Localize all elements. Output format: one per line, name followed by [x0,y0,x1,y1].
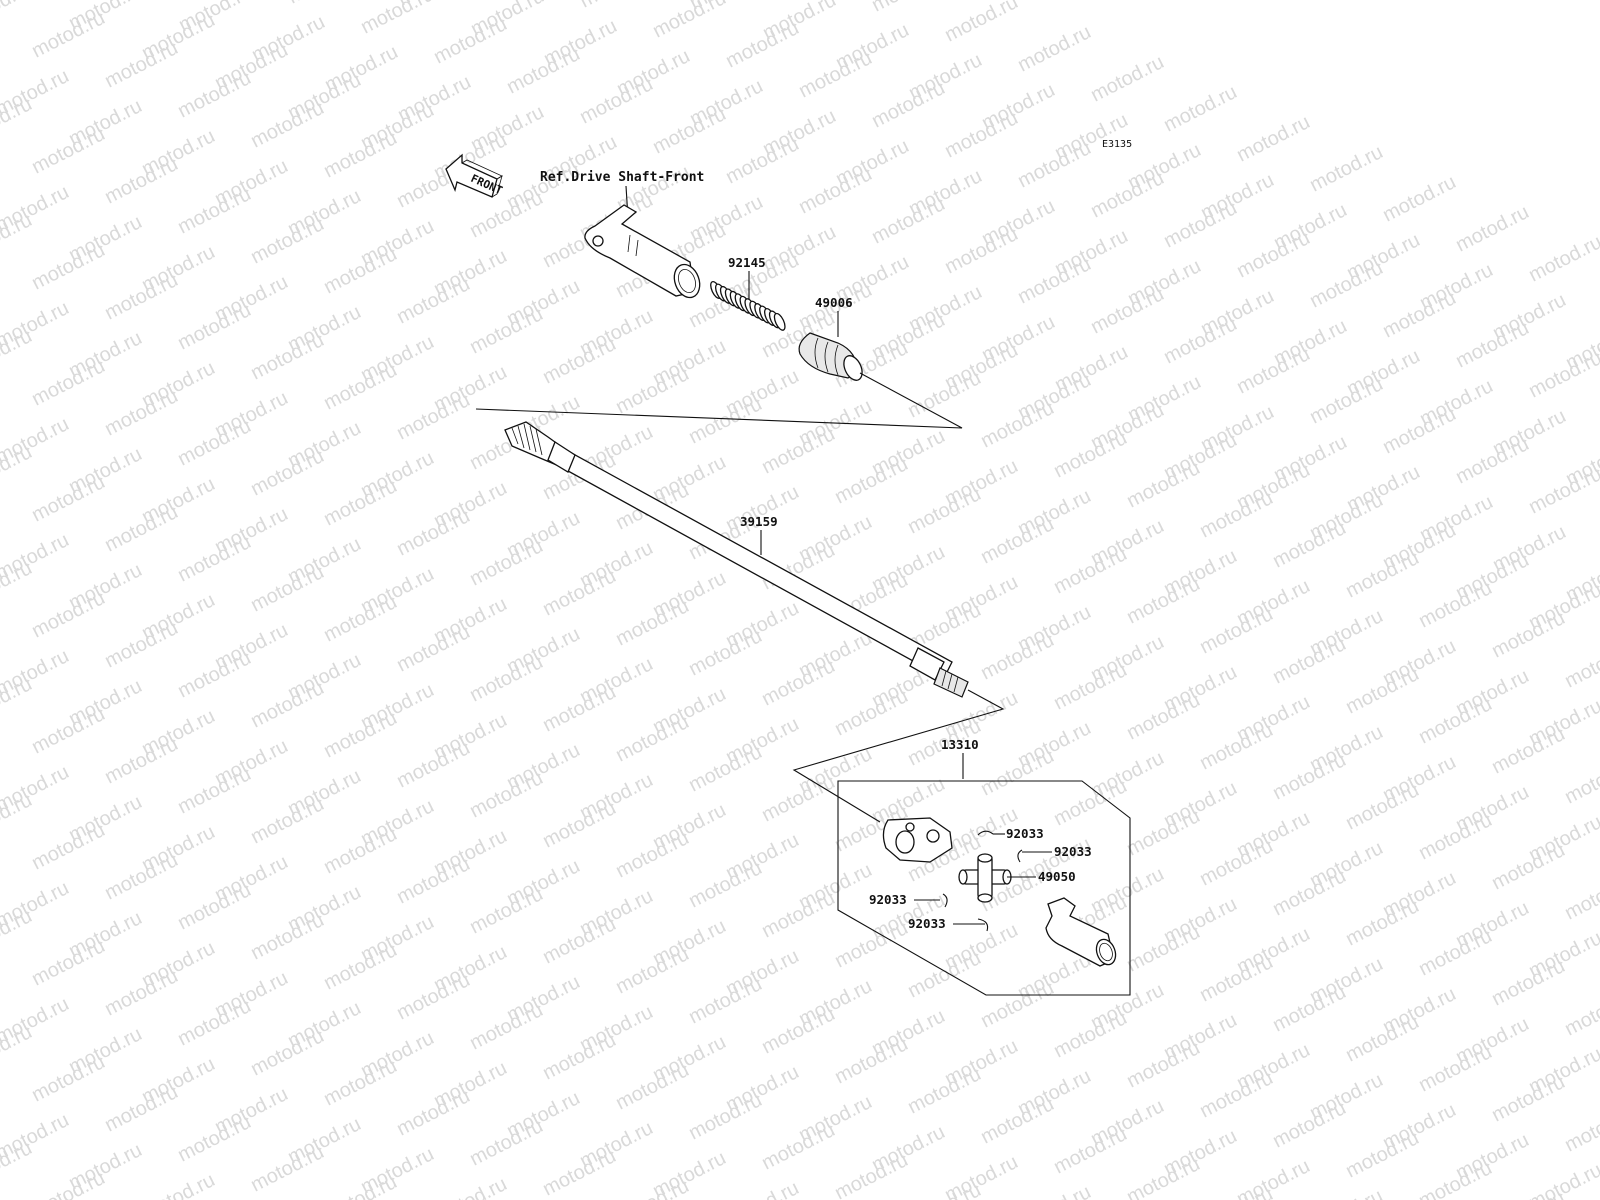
label-13310: 13310 [941,737,979,752]
kit-yoke-icon [882,817,953,863]
watermark-text: motod.ru [1160,81,1240,136]
watermark-text: motod.ru [1561,1101,1600,1156]
watermark-text: motod.ru [357,0,437,38]
watermark-text: motod.ru [284,0,364,8]
watermark-text: motod.ru [1561,637,1600,692]
watermark-text: motod.ru [28,1167,108,1200]
watermark-text: motod.ru [1233,111,1313,166]
watermark-text: motod.ru [1306,141,1386,196]
assembly-box [837,780,1131,996]
watermark-text: motod.ru [1525,1159,1600,1200]
watermark-text: motod.ru [430,1173,510,1200]
watermark-text: motod.ru [868,0,948,16]
watermark-text: motod.ru [1525,231,1600,286]
watermark-text: motod.ru [1561,753,1600,808]
circlip-icon [1017,849,1023,863]
diagram-code: E3135 [1102,139,1132,150]
watermark-text: motod.ru [1014,21,1094,76]
label-92033-d: 92033 [908,916,946,931]
label-39159: 39159 [740,514,778,529]
circlip-icon [977,830,994,836]
label-92033-b: 92033 [1054,844,1092,859]
front-yoke-icon [584,204,701,299]
watermark-text: motod.ru [1014,1181,1094,1200]
watermark-text: motod.ru [138,1169,218,1200]
watermark-text: motod.ru [941,0,1021,46]
reference-label: Ref.Drive Shaft-Front [540,170,704,185]
label-49006: 49006 [815,295,853,310]
kit-rear-yoke-icon [1045,897,1117,967]
label-49050: 49050 [1038,869,1076,884]
exploded-guide-bottom [792,689,1005,823]
watermark-text: motod.ru [649,0,729,42]
watermark-text: motod.ru [320,1171,400,1200]
label-92033-a: 92033 [1006,826,1044,841]
spring-icon [710,281,786,331]
watermark-text: motod.ru [1087,51,1167,106]
circlip-icon [977,918,989,932]
label-92145: 92145 [728,255,766,270]
watermark-text: motod.ru [1561,869,1600,924]
boot-icon [798,332,863,381]
drive-shaft-icon [504,421,969,698]
watermark-text: motod.ru [1561,985,1600,1040]
watermark-text: motod.ru [576,0,656,12]
spring-coil [773,312,786,331]
circlip-icon [942,893,948,908]
watermark-text: motod.ru [1452,201,1532,256]
watermark-text: motod.ru [722,1177,802,1200]
watermark-text: motod.ru [1306,1185,1386,1200]
watermark-text: motod.ru [1379,171,1459,226]
label-92033-c: 92033 [869,892,907,907]
universal-cross-icon [958,853,1012,903]
watermark-text: motod.ru [0,0,36,32]
exploded-guide-top [475,372,963,429]
